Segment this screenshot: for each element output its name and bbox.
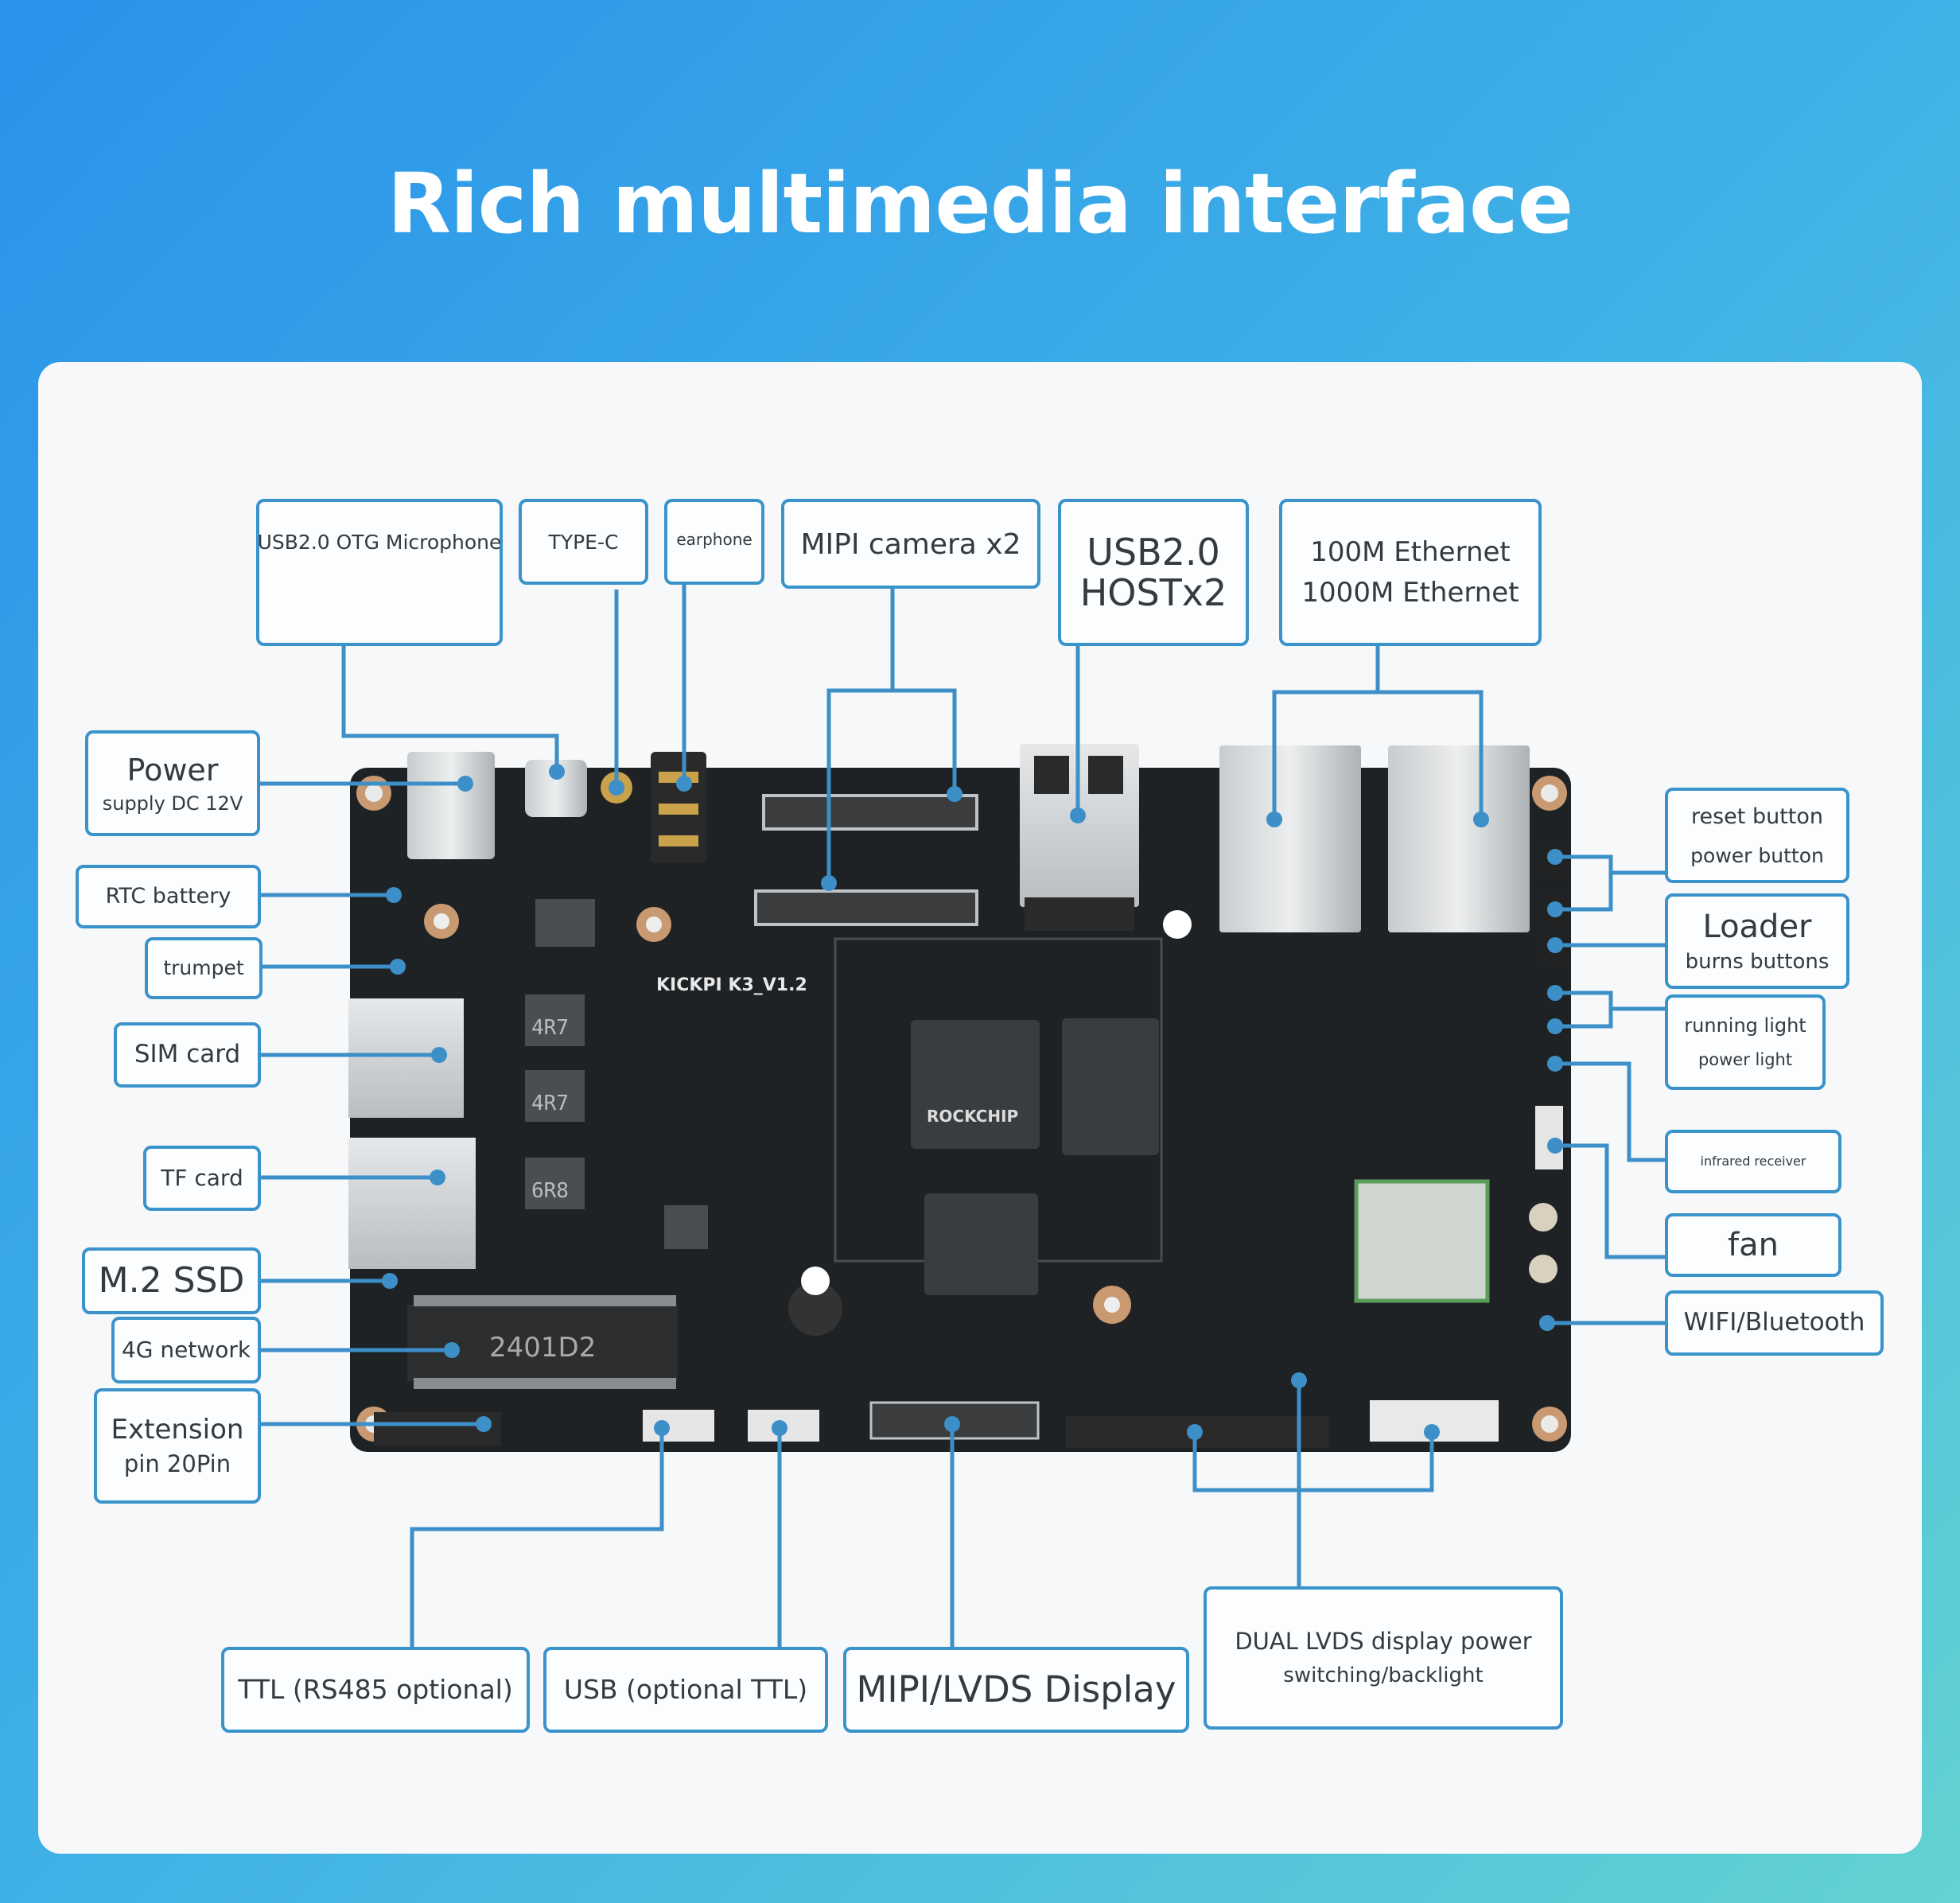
mipi-camera-connector: [754, 889, 978, 926]
inductor-text: 4R7: [531, 1092, 569, 1115]
page-title: Rich multimedia interface: [387, 155, 1573, 252]
leader-dots: [382, 764, 1563, 1440]
label-fan: fan: [1665, 1213, 1841, 1277]
type-c-port: [525, 760, 587, 817]
sim-slot: [348, 998, 464, 1118]
label-earphone: earphone: [664, 499, 764, 585]
label-infrared-receiver: infrared receiver: [1665, 1130, 1841, 1193]
label-loader-button: Loader burns buttons: [1665, 893, 1849, 989]
inductor-text: 4R7: [531, 1016, 569, 1040]
label-type-c: TYPE-C: [519, 499, 648, 585]
label-tf-card: TF card: [143, 1146, 261, 1211]
label-wifi-bluetooth: WIFI/Bluetooth: [1665, 1290, 1884, 1356]
label-trumpet: trumpet: [145, 937, 262, 999]
label-mipi-lvds-display: MIPI/LVDS Display: [843, 1647, 1189, 1733]
label-power-supply: Power supply DC 12V: [85, 730, 260, 836]
label-ethernet: 100M Ethernet 1000M Ethernet: [1279, 499, 1542, 646]
ethernet-port: [1219, 745, 1361, 932]
label-status-lights: running light power light: [1665, 994, 1826, 1090]
mipi-camera-connector: [762, 794, 978, 831]
memory-chip: [1062, 1018, 1159, 1155]
label-4g-network: 4G network: [111, 1317, 261, 1383]
ssd-marking-text: 2401D2: [489, 1332, 596, 1364]
label-usb-ttl: USB (optional TTL): [543, 1647, 828, 1733]
inductor-text: 6R8: [531, 1179, 569, 1203]
ttl-connector: [643, 1410, 714, 1442]
dc-jack: [407, 752, 495, 859]
tf-slot: [348, 1138, 476, 1269]
soc-chip: [911, 1020, 1040, 1149]
label-extension-pin: Extension pin 20Pin: [94, 1388, 261, 1504]
board-model-text: KICKPI K3_V1.2: [656, 975, 807, 995]
label-rtc-battery: RTC battery: [76, 865, 261, 928]
label-ttl: TTL (RS485 optional): [221, 1647, 530, 1733]
label-lvds-power: DUAL LVDS display power switching/backli…: [1204, 1586, 1563, 1730]
label-usb-host: USB2.0 HOSTx2: [1058, 499, 1249, 646]
ethernet-port: [1388, 745, 1530, 932]
label-m2-ssd: M.2 SSD: [82, 1247, 261, 1314]
emmc-chip: [924, 1193, 1038, 1295]
leader-lines: [259, 553, 1666, 1647]
chip-brand-text: ROCKCHIP: [927, 1107, 1018, 1126]
wifi-module: [1354, 1179, 1490, 1303]
label-usb-otg: USB2.0 OTG Microphone: [256, 499, 503, 646]
label-sim-card: SIM card: [114, 1022, 261, 1088]
label-mipi-camera: MIPI camera x2: [781, 499, 1040, 589]
label-reset-power-button: reset button power button: [1665, 788, 1849, 883]
